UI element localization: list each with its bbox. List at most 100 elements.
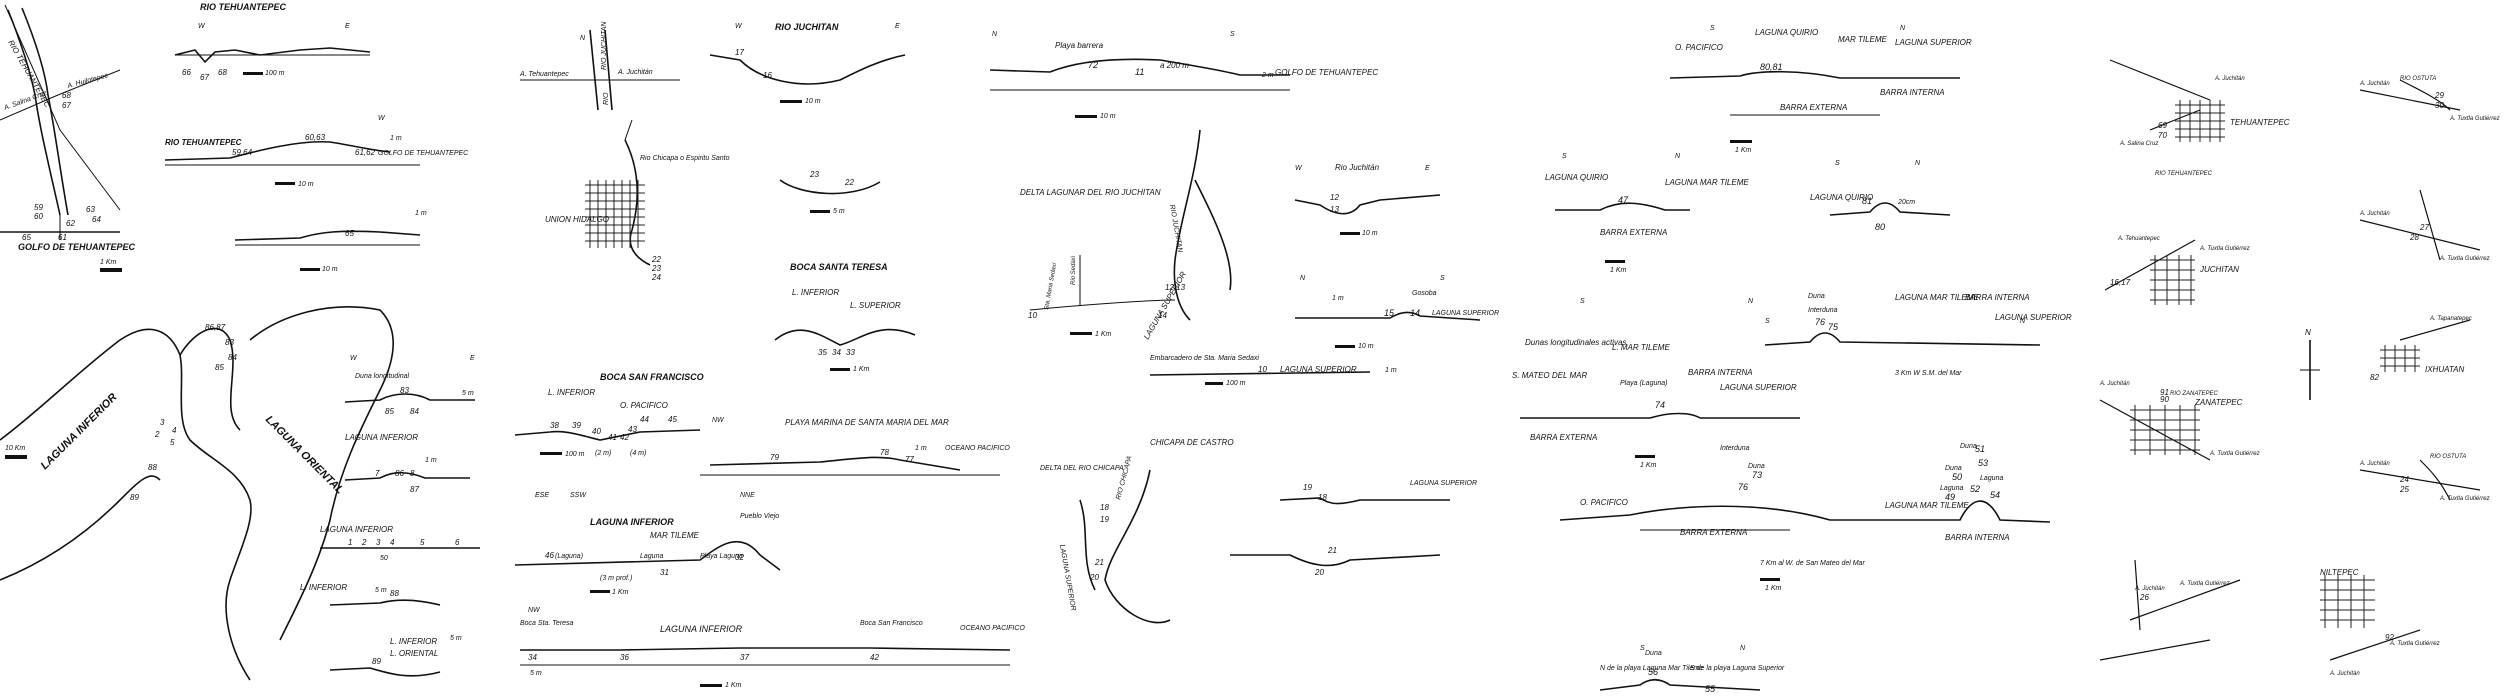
town-map-ostuta-1: A. Juchitán RIO OSTUTA A. Tuxtla Gutiérr… <box>2359 76 2500 122</box>
quirio-label: BARRA INTERNA <box>1880 88 1945 97</box>
profile-label: O. PACIFICO <box>620 401 668 410</box>
tb-label: LAGUNA MAR TILEME <box>1885 501 1969 510</box>
town-point: 26 <box>2139 593 2149 602</box>
profile-point: 78 <box>880 448 889 457</box>
tileme-right-profile: S N Interduna Duna LAGUNA MAR TILEME BAR… <box>1764 293 2072 377</box>
tr-label: LAGUNA MAR TILEME <box>1895 293 1979 302</box>
cross-label: A. Juchitán <box>617 69 653 76</box>
map-point: 23 <box>651 264 661 273</box>
map-point: 84 <box>228 353 237 362</box>
juchitan-profiles: RIO JUCHITAN W E 17 16 10 m 23 22 5 m BO… <box>709 22 916 373</box>
town-point: 90 <box>2160 395 2169 404</box>
map-point: 12,13 <box>1165 283 1186 292</box>
juchitan-cross-map: A. Tehuantepec A. Juchitán RIO JUCHITAN … <box>519 21 680 111</box>
emb-label: Embarcadero de Sta. Maria Sedaxi <box>1150 355 1259 362</box>
compass-n: N <box>1915 160 1921 167</box>
profile-point: 41 <box>608 433 617 442</box>
town-road: A. Juchitán <box>2329 671 2360 677</box>
profile-point: 19 <box>1303 483 1312 492</box>
profile-point: 60,63 <box>305 133 326 142</box>
emb-label: LAGUNA SUPERIOR <box>1280 365 1357 374</box>
tr-caption: 3 Km W S.M. del Mar <box>1895 370 1962 377</box>
town-map-tehuantepec: TEHUANTEPEC A. Juchitán A. Salina Cruz R… <box>2109 59 2290 177</box>
town-name: NILTEPEC <box>2320 568 2359 577</box>
profile-title: BOCA SANTA TERESA <box>790 262 888 272</box>
mateo-label: L. MAR TILEME <box>1612 343 1670 352</box>
town-road: RIO OSTUTA <box>2400 76 2436 82</box>
compass-n: N <box>1675 153 1681 160</box>
profile-note: a 200 m <box>1160 61 1189 70</box>
town-map-ixhuatan: IXHUATAN A. Tapanatepec 82 <box>2370 316 2472 382</box>
profile-scale: 1 Km <box>725 682 742 689</box>
profile-point: 3 <box>376 538 381 547</box>
town-maps: TEHUANTEPEC A. Juchitán A. Salina Cruz R… <box>2099 59 2500 677</box>
profile-point: 87 <box>410 485 419 494</box>
map-label-golfo: GOLFO DE TEHUANTEPEC <box>18 242 136 252</box>
map-point: 22 <box>651 255 661 264</box>
tileme-big-profile: Interduna Duna 76 73 O. PACIFICO LAGUNA … <box>1559 443 2051 592</box>
town-point: 82 <box>2370 373 2379 382</box>
quirio-profiles: S N LAGUNA QUIRIO LAGUNA MAR TILEME 47 B… <box>1545 153 1951 274</box>
profile-vscale: 1 m <box>415 210 427 217</box>
profile-title: Rio Juchitán <box>1335 163 1380 172</box>
profile-scale: 100 m <box>565 451 585 458</box>
compass-n: N <box>1748 298 1754 305</box>
profile-vscale: 1 m <box>1332 295 1344 302</box>
map-point: 63 <box>86 205 95 214</box>
profile-left: RIO TEHUANTEPEC <box>165 138 242 147</box>
cross-label: RIO JUCHITAN <box>601 21 608 70</box>
quirio-label: O. PACIFICO <box>1675 43 1723 52</box>
profile-scale: 10 m <box>1100 113 1116 120</box>
profile-scale: 10 m <box>1362 230 1378 237</box>
town-road: A. Tuxtla Gutiérrez <box>2209 451 2260 457</box>
town-map-juchitan: JUCHITAN A. Tehuantepec A. Tuxtla Gutiér… <box>2104 236 2250 305</box>
mateo-label: Playa (Laguna) <box>1620 380 1667 387</box>
laguna-inferior-tileme-profile: ESE SSW NNE LAGUNA INFERIOR Pueblo Viejo… <box>514 492 781 596</box>
profile-point: 65 <box>345 229 354 238</box>
map-point: 14 <box>1158 311 1167 320</box>
mateo-label: S. MATEO DEL MAR <box>1512 371 1587 380</box>
map-point: 60 <box>34 212 43 221</box>
compass-ese: ESE <box>535 492 549 499</box>
profile-scale: 10 m <box>298 181 314 188</box>
tb-label: Duna <box>1945 465 1962 472</box>
tb-label: BARRA INTERNA <box>1945 533 2010 542</box>
profile-point: 61,62 <box>355 148 376 157</box>
profile-right: OCEANO PACIFICO <box>960 625 1025 632</box>
profile-point: 85 <box>385 407 394 416</box>
town-road: A. Tuxtla Gutiérrez <box>2199 246 2250 252</box>
profile-scale: 10 m <box>1358 343 1374 350</box>
map-point: 10 <box>1258 365 1267 374</box>
profile-point: 66 <box>182 68 191 77</box>
profile-right: OCEANO PACIFICO <box>945 445 1010 452</box>
map-point: 19 <box>1100 515 1109 524</box>
profile-point: 14 <box>1410 308 1420 318</box>
profile-vscale: 2 m <box>1261 72 1274 79</box>
mateo-label: LAGUNA SUPERIOR <box>1720 383 1797 392</box>
map-point: 3 <box>160 418 165 427</box>
profile-point: 43 <box>628 425 637 434</box>
profile-scale: 10 m <box>322 266 338 273</box>
compass-nw: NW <box>528 607 541 614</box>
profile-point: 33 <box>846 348 855 357</box>
map-point: 4 <box>172 426 177 435</box>
map-point: 21 <box>1094 558 1104 567</box>
profile-note: (4 m) <box>630 450 646 457</box>
town-map-r2: A. Juchitán A. Tuxtla Gutiérrez 28 27 <box>2359 189 2490 262</box>
profile-point: 4 <box>390 538 395 547</box>
profile-point: 76 <box>1815 317 1825 327</box>
profile-title: L. INFERIOR <box>300 583 347 592</box>
tb-label: Duna <box>1960 443 1977 450</box>
profile-label: MAR TILEME <box>650 531 700 540</box>
town-map-r4: A. Juchitán A. Tuxtla Gutiérrez 26 <box>2129 559 2241 631</box>
profile-point: 45 <box>668 415 677 424</box>
town-point: 29 <box>2434 91 2444 100</box>
profile-right: GOLFO DE TEHUANTEPEC <box>1275 68 1378 77</box>
profile-point: 50 <box>1952 472 1962 482</box>
mateo-profile: S N Dunas longitudinales activas L. MAR … <box>1512 298 1800 469</box>
cross-label: RIO <box>603 92 610 105</box>
profile-title: LAGUNA INFERIOR <box>660 624 743 634</box>
chicapa-label: RIO CHICAPA <box>1115 455 1133 501</box>
profile-point: 12 <box>1330 193 1339 202</box>
